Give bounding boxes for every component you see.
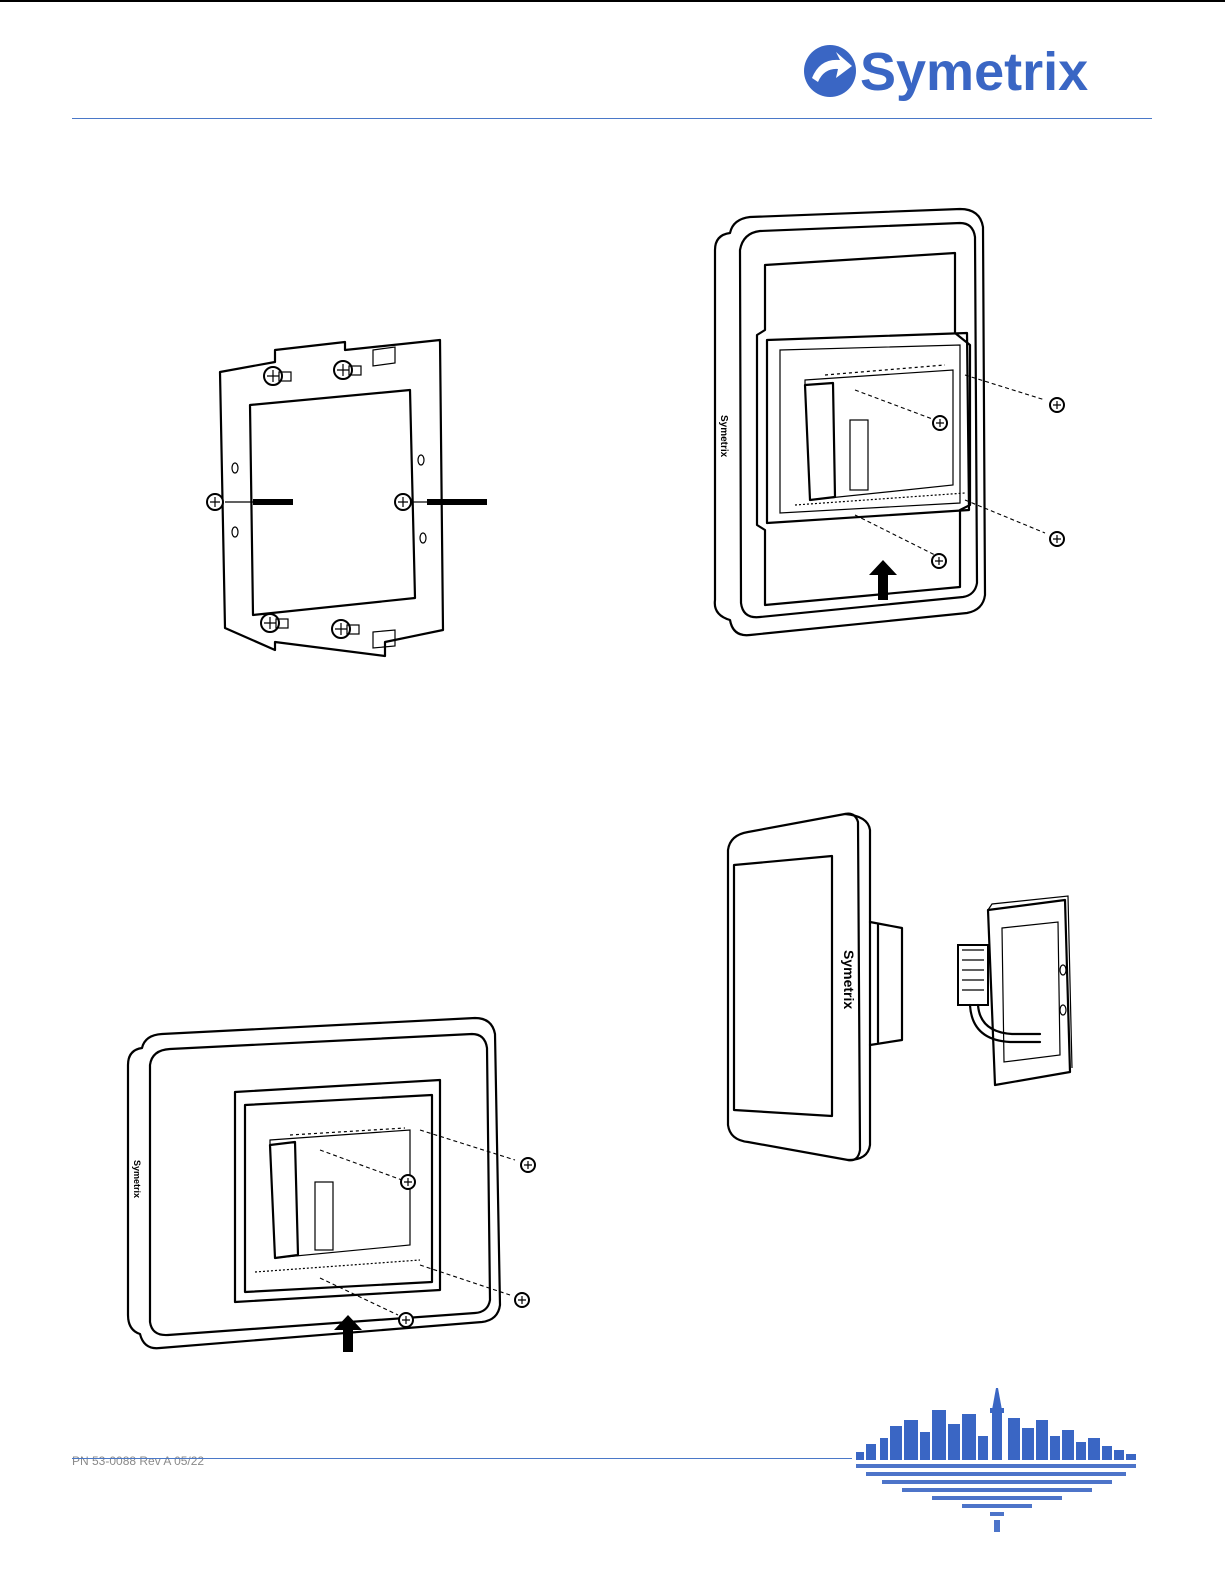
header-rule (72, 118, 1152, 119)
symetrix-logo-mark-icon (804, 45, 856, 97)
footer-rule (72, 1458, 852, 1459)
device-side-logo: Symetrix (841, 950, 857, 1009)
page-bottom-edge (0, 0, 1225, 2)
device-side-logo: Symetrix (132, 1160, 142, 1198)
landscape-touchscreen-back-illustration: Symetrix (120, 1010, 550, 1355)
device-side-logo: Symetrix (718, 415, 729, 458)
symetrix-logo: Symetrix (800, 38, 1150, 108)
part-number: PN 53-0088 Rev A 05/22 (72, 1454, 204, 1468)
brand-name: Symetrix (860, 42, 1088, 102)
portrait-touchscreen-back-illustration: Symetrix (705, 205, 1085, 650)
touchscreen-side-view-with-bracket-illustration: Symetrix (720, 810, 1085, 1170)
mounting-bracket-illustration (195, 330, 495, 670)
seattle-skyline-icon (852, 1380, 1142, 1540)
